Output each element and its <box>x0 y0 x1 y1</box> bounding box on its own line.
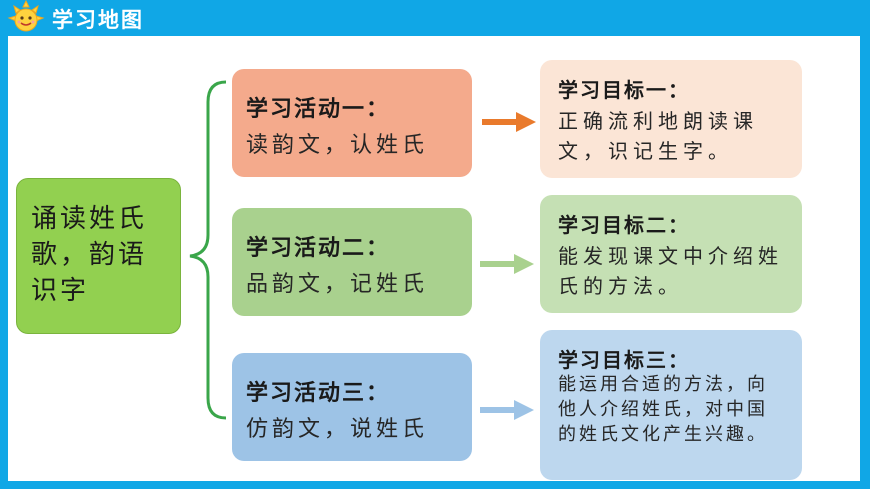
goal-box-3: 学习目标三： 能运用合适的方法，向他人介绍姓氏，对中国的姓氏文化产生兴趣。 <box>540 330 802 480</box>
goal-desc: 能运用合适的方法，向他人介绍姓氏，对中国的姓氏文化产生兴趣。 <box>558 374 768 445</box>
page-title: 学习地图 <box>52 8 144 32</box>
activity-title: 学习活动三： <box>246 381 391 406</box>
activity-box-1: 学习活动一： 读韵文，认姓氏 <box>232 69 472 177</box>
right-arrow-icon <box>480 400 534 420</box>
right-arrow-icon <box>482 112 536 132</box>
title-bar: 学习地图 <box>0 0 870 36</box>
activity-desc: 读韵文，认姓氏 <box>246 133 429 158</box>
center-topic-text: 诵读姓氏歌，韵语识字 <box>31 204 148 306</box>
goal-desc: 正确流利地朗读课文，识记生字。 <box>558 109 758 163</box>
activity-box-2: 学习活动二： 品韵文，记姓氏 <box>232 208 472 316</box>
sun-mascot-icon <box>7 0 45 32</box>
activity-desc: 品韵文，记姓氏 <box>246 272 429 297</box>
activity-desc: 仿韵文，说姓氏 <box>246 417 429 442</box>
curly-brace-icon <box>189 80 227 420</box>
goal-box-1: 学习目标一： 正确流利地朗读课文，识记生字。 <box>540 60 802 178</box>
activity-box-3: 学习活动三： 仿韵文，说姓氏 <box>232 353 472 461</box>
activity-title: 学习活动二： <box>246 236 391 261</box>
activity-title: 学习活动一： <box>246 97 391 122</box>
center-topic-box: 诵读姓氏歌，韵语识字 <box>16 178 181 334</box>
goal-title: 学习目标三： <box>558 348 690 372</box>
goal-box-2: 学习目标二： 能发现课文中介绍姓氏的方法。 <box>540 195 802 313</box>
goal-title: 学习目标二： <box>558 213 690 237</box>
right-arrow-icon <box>480 254 534 274</box>
goal-desc: 能发现课文中介绍姓氏的方法。 <box>558 244 783 298</box>
goal-title: 学习目标一： <box>558 78 690 102</box>
